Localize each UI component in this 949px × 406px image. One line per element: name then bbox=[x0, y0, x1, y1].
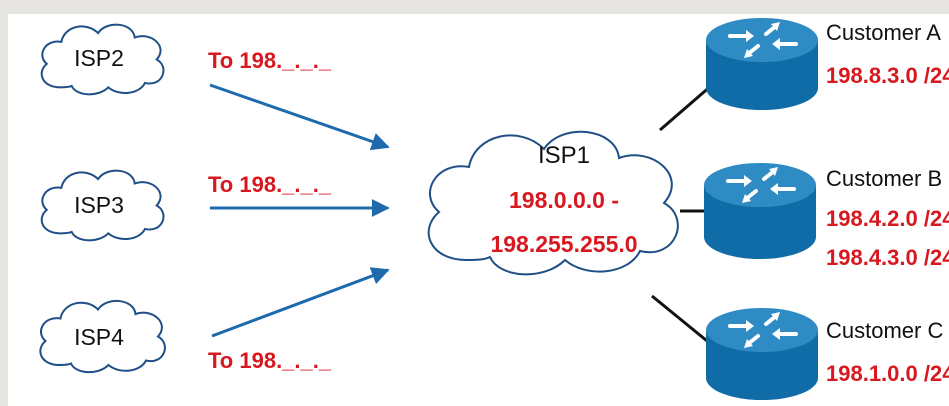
customer-b-name: Customer B bbox=[826, 166, 942, 191]
customer-a-prefix: 198.8.3.0 /24 bbox=[826, 63, 949, 88]
customer-c-name: Customer C bbox=[826, 318, 943, 343]
isp2-arrow-icon bbox=[209, 83, 390, 151]
router-icon bbox=[706, 18, 818, 110]
isp4-arrow-icon bbox=[211, 267, 390, 338]
customer-a-name: Customer A bbox=[826, 20, 941, 45]
isp3-node: ISP3 bbox=[39, 168, 166, 243]
isp1-range-start: 198.0.0.0 - bbox=[509, 187, 619, 213]
router-icon bbox=[704, 163, 816, 259]
isp2-route-label: To 198._._._ bbox=[208, 48, 332, 73]
isp4-route-label: To 198._._._ bbox=[208, 348, 332, 373]
link-customer-a bbox=[659, 83, 713, 132]
router-customer-b bbox=[704, 163, 816, 259]
link-customer-c bbox=[651, 294, 713, 347]
isp3-route-label: To 198._._._ bbox=[208, 172, 332, 197]
isp2-node: ISP2 bbox=[39, 22, 166, 97]
isp1-range-end: 198.255.255.0 bbox=[490, 231, 637, 257]
customer-b-prefix-2: 198.4.3.0 /24 bbox=[826, 245, 949, 270]
customer-b-prefix-1: 198.4.2.0 /24 bbox=[826, 206, 949, 231]
router-customer-c bbox=[706, 308, 818, 400]
isp1-label: ISP1 bbox=[538, 142, 590, 169]
isp1-node: ISP1 198.0.0.0 - 198.255.255.0 bbox=[429, 132, 678, 275]
isp2-label: ISP2 bbox=[74, 45, 124, 71]
customer-c-prefix: 198.1.0.0 /24 bbox=[826, 361, 949, 386]
router-customer-a bbox=[706, 18, 818, 110]
isp3-label: ISP3 bbox=[74, 192, 124, 218]
router-icon bbox=[706, 308, 818, 400]
isp4-label: ISP4 bbox=[74, 324, 124, 350]
isp4-node: ISP4 bbox=[38, 299, 167, 375]
